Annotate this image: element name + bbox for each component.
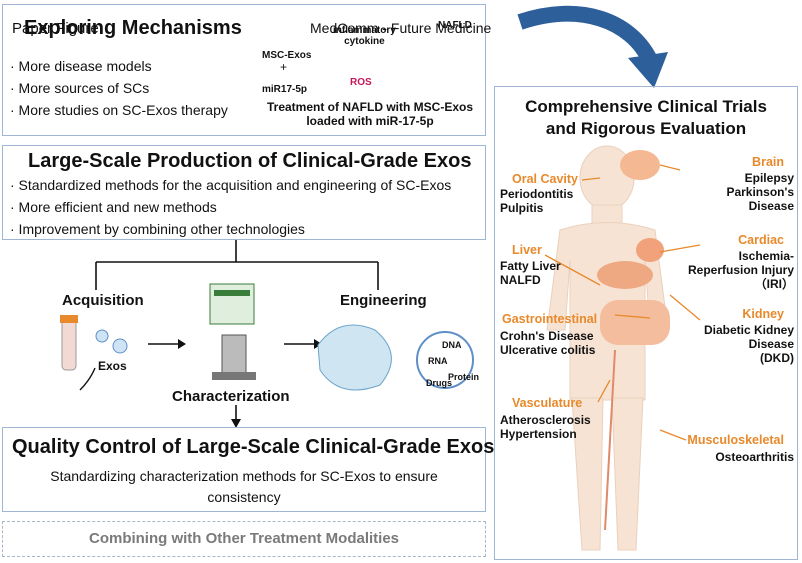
exo-particle <box>95 329 109 343</box>
inset-nafld: NAFLD <box>438 20 472 31</box>
diseases-gastrointestinal: Crohn's Disease Ulcerative colitis <box>500 329 596 357</box>
inset-plus: + <box>280 60 288 74</box>
organ-cardiac: Cardiac <box>738 233 784 247</box>
organ-gastrointestinal: Gastrointestinal <box>502 312 598 326</box>
figure-overlay-label: Paper Figure <box>12 20 99 37</box>
inset-cytokine: inflammatory cytokine <box>333 25 396 47</box>
curved-arrow <box>517 5 658 64</box>
diseases-brain: Epilepsy Parkinson's Disease <box>726 171 794 213</box>
brain-shape <box>620 150 660 180</box>
diseases-musculoskeletal: Osteoarthritis <box>715 450 794 464</box>
organ-kidney: Kidney <box>742 307 784 321</box>
characterization-label: Characterization <box>172 388 290 405</box>
cargo-circle <box>416 331 474 389</box>
inset-mir: miR17-5p <box>262 84 308 95</box>
dna-label: DNA <box>442 340 462 350</box>
protein-label: Protein <box>448 372 480 382</box>
production-title: Large-Scale Production of Clinical-Grade… <box>28 150 472 172</box>
organ-oral-cavity: Oral Cavity <box>512 172 579 186</box>
quality-control-box <box>2 427 486 512</box>
intestine-shape <box>600 300 670 345</box>
organ-liver: Liver <box>512 243 542 257</box>
diseases-oral-cavity: Periodontitis Pulpitis <box>500 187 574 215</box>
combining-box <box>2 521 486 557</box>
engineered-exo-illustration <box>317 324 392 391</box>
exploring-mechanisms-box <box>2 4 486 136</box>
combining-text: Combining with Other Treatment Modalitie… <box>88 530 400 547</box>
inset-msc-exos: MSC-Exos <box>262 50 312 61</box>
diseases-cardiac: Ischemia- Reperfusion Injury （IRI） <box>687 249 794 291</box>
sample-tube-illustration <box>60 315 96 391</box>
exploring-bullet: · More disease models <box>10 58 152 74</box>
vessel-line <box>604 349 616 531</box>
production-bullet: · Standardized methods for the acquisiti… <box>10 177 452 193</box>
organ-musculoskeletal: Musculoskeletal <box>687 433 784 447</box>
rna-label: RNA <box>428 356 448 366</box>
organ-brain: Brain <box>752 155 784 169</box>
diseases-kidney: Diabetic Kidney Disease (DKD) <box>703 323 794 365</box>
exploring-bullet: · More sources of SCs <box>10 80 150 96</box>
journal-overlay-label: MedComm - Future Medicine <box>310 20 492 36</box>
organ-vasculature: Vasculature <box>512 396 583 410</box>
production-bullet: · Improvement by combining other technol… <box>10 221 305 237</box>
inset-caption: Treatment of NAFLD with MSC-Exos loaded … <box>266 100 473 128</box>
exos-label: Exos <box>98 359 127 373</box>
acquisition-label: Acquisition <box>62 292 144 309</box>
quality-control-title: Quality Control of Large-Scale Clinical-… <box>12 436 495 458</box>
curved-arrow-head <box>628 52 668 88</box>
quality-control-text: Standardizing characterization methods f… <box>50 468 438 505</box>
heart-shape <box>636 238 664 262</box>
microscope-illustration <box>212 334 256 380</box>
production-box <box>2 145 486 240</box>
exploring-bullet: · More studies on SC-Exos therapy <box>10 102 228 118</box>
diseases-vasculature: Atherosclerosis Hypertension <box>500 413 591 441</box>
diseases-liver: Fatty Liver NALFD <box>500 259 561 287</box>
liver-shape <box>597 261 653 289</box>
inset-ros: ROS <box>350 77 372 88</box>
clinical-trials-title: Comprehensive Clinical Trials and Rigoro… <box>525 97 767 138</box>
drugs-label: Drugs <box>426 378 453 388</box>
centrifuge-illustration <box>209 283 255 325</box>
engineering-label: Engineering <box>340 292 427 309</box>
production-bullet: · More efficient and new methods <box>10 199 217 215</box>
exo-particle <box>112 338 128 354</box>
clinical-trials-box <box>494 86 798 560</box>
exploring-mechanisms-title: Exploring Mechanisms <box>24 17 242 39</box>
